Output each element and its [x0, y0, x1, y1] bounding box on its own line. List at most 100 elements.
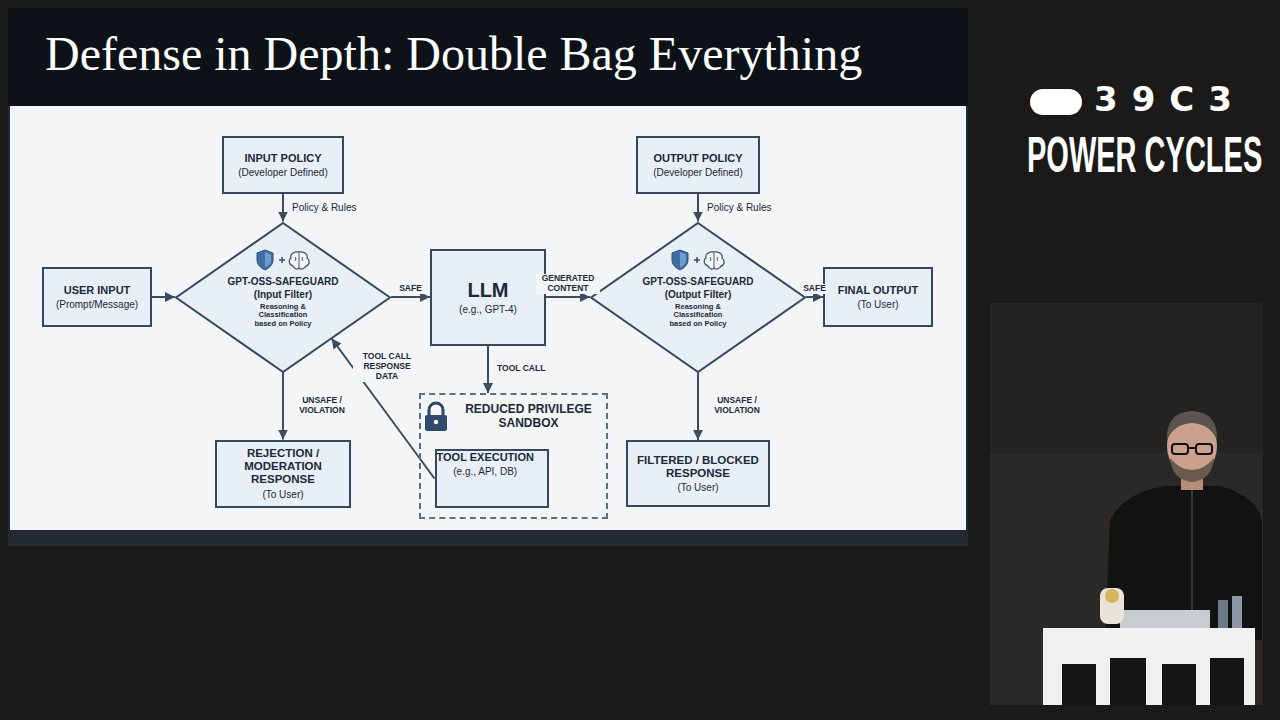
- node-heading: TOOL EXECUTION: [437, 451, 534, 464]
- node-detail: Reasoning & Classification based on Poli…: [248, 303, 318, 329]
- filter-diamond: GPT-OSS-SAFEGUARD(Output Filter) Reasonin…: [590, 222, 806, 373]
- glasses-lens: [1196, 444, 1212, 454]
- bottle: [1232, 596, 1242, 628]
- node-content: LLM(e.g., GPT-4): [459, 279, 517, 316]
- node-heading: OUTPUT POLICY: [653, 152, 742, 165]
- connector: [391, 296, 430, 298]
- node-detail: (Output Filter): [665, 289, 732, 301]
- edge-label: Policy & Rules: [705, 202, 773, 214]
- diagram-panel: [10, 106, 966, 530]
- node-detail: (Developer Defined): [238, 167, 328, 179]
- lucky-cat: [1100, 588, 1124, 624]
- node-content: USER INPUT (Prompt/Message): [56, 284, 138, 310]
- node-heading: USER INPUT: [64, 284, 131, 297]
- response-box: FILTERED / BLOCKED RESPONSE (To User): [626, 440, 770, 507]
- node-heading: REJECTION / MODERATION RESPONSE: [231, 447, 335, 487]
- speaker-hair: [1167, 411, 1217, 440]
- node-content: GPT-OSS-SAFEGUARD(Output Filter) Reasonin…: [642, 276, 753, 329]
- node-content: OUTPUT POLICY (Developer Defined): [653, 152, 743, 178]
- node-detail: (To User): [857, 299, 898, 311]
- edge-label: TOOL CALL RESPONSE DATA: [353, 352, 421, 381]
- logo-pill: [1030, 89, 1082, 115]
- connector: [487, 346, 489, 394]
- brain-icon: [289, 252, 309, 269]
- podium-mark: [1110, 658, 1146, 705]
- shield-icon: [672, 250, 688, 270]
- edge-label: GENERATED CONTENT: [536, 274, 600, 294]
- slide-title: Defense in Depth: Double Bag Everything: [45, 26, 862, 81]
- brain-fold: [295, 253, 303, 268]
- podium-mark: [1162, 664, 1196, 705]
- node-content: REJECTION / MODERATION RESPONSE (To User): [231, 447, 335, 500]
- shield-highlight: [265, 252, 271, 268]
- node-heading: FINAL OUTPUT: [838, 284, 918, 297]
- node-content: GPT-OSS-SAFEGUARD(Input Filter) Reasoning…: [227, 276, 338, 329]
- filter-diamond: GPT-OSS-SAFEGUARD(Input Filter) Reasoning…: [175, 222, 391, 373]
- photo-ground: [990, 303, 1263, 705]
- node-heading: GPT-OSS-SAFEGUARD: [642, 276, 753, 288]
- brain-fold: [710, 253, 718, 268]
- node-heading: FILTERED / BLOCKED RESPONSE: [634, 454, 762, 480]
- node-detail: Reasoning & Classification based on Poli…: [663, 303, 733, 329]
- slide-frame: [8, 8, 968, 546]
- lucky-cat-face: [1105, 589, 1119, 603]
- event-logo: 39C3: [1094, 82, 1246, 116]
- policy-box: OUTPUT POLICY (Developer Defined): [636, 136, 760, 194]
- lock-keyhole: [434, 420, 438, 424]
- connector: [546, 296, 590, 298]
- plus-sign: [696, 257, 698, 263]
- node-content: TOOL EXECUTION (e.g., API, DB): [437, 451, 534, 477]
- node-detail: (To User): [677, 482, 718, 494]
- lock-body: [425, 415, 447, 431]
- response-box: REJECTION / MODERATION RESPONSE (To User): [215, 440, 351, 508]
- connector: [152, 296, 175, 298]
- node-heading: INPUT POLICY: [244, 152, 321, 165]
- edge-label: SAFE: [397, 284, 424, 294]
- model-box: LLM(e.g., GPT-4): [430, 249, 546, 346]
- node-content: INPUT POLICY (Developer Defined): [238, 152, 328, 178]
- title-band: [8, 8, 968, 106]
- edge-label: UNSAFE / VIOLATION: [705, 396, 769, 416]
- connector: [282, 373, 284, 440]
- podium: [1043, 628, 1255, 705]
- node-detail: (e.g., API, DB): [453, 466, 517, 478]
- node-detail: (Input Filter): [254, 289, 312, 301]
- node-detail: (Developer Defined): [653, 167, 743, 179]
- speaker-photo: [990, 303, 1263, 705]
- edge-label: Policy & Rules: [290, 202, 358, 214]
- brain-icon: [704, 252, 724, 269]
- speaker-jacket: [1105, 486, 1262, 640]
- lock-shackle: [429, 403, 443, 416]
- node-content: REDUCED PRIVILEGE SANDBOX: [454, 403, 604, 431]
- laptop: [1120, 610, 1210, 628]
- photo-shade: [990, 303, 1263, 453]
- edge-label: SAFE: [801, 284, 828, 294]
- shield-highlight: [680, 252, 686, 268]
- node-detail: (Prompt/Message): [56, 299, 138, 311]
- process-box: TOOL EXECUTION (e.g., API, DB): [435, 449, 549, 508]
- node-heading: REDUCED PRIVILEGE SANDBOX: [454, 403, 604, 431]
- podium-mark: [1062, 664, 1096, 705]
- connector: [806, 296, 823, 298]
- glasses-lens: [1172, 444, 1188, 454]
- node-content: FILTERED / BLOCKED RESPONSE (To User): [634, 454, 762, 494]
- bottle: [1218, 600, 1228, 628]
- lock-icon: [425, 403, 447, 431]
- node-detail: (To User): [262, 489, 303, 501]
- node-heading: LLM: [467, 279, 508, 302]
- connector: [282, 194, 284, 222]
- diamond-outline: [176, 223, 390, 372]
- speaker-beard: [1170, 458, 1214, 482]
- policy-box: INPUT POLICY (Developer Defined): [222, 136, 344, 194]
- sandbox-group: REDUCED PRIVILEGE SANDBOX TOOL EXECUTION (…: [419, 393, 608, 519]
- node-heading: GPT-OSS-SAFEGUARD: [227, 276, 338, 288]
- connector: [697, 194, 699, 222]
- edge-label: TOOL CALL: [495, 364, 547, 374]
- shield-icon: [257, 250, 273, 270]
- plus-sign: [281, 257, 283, 263]
